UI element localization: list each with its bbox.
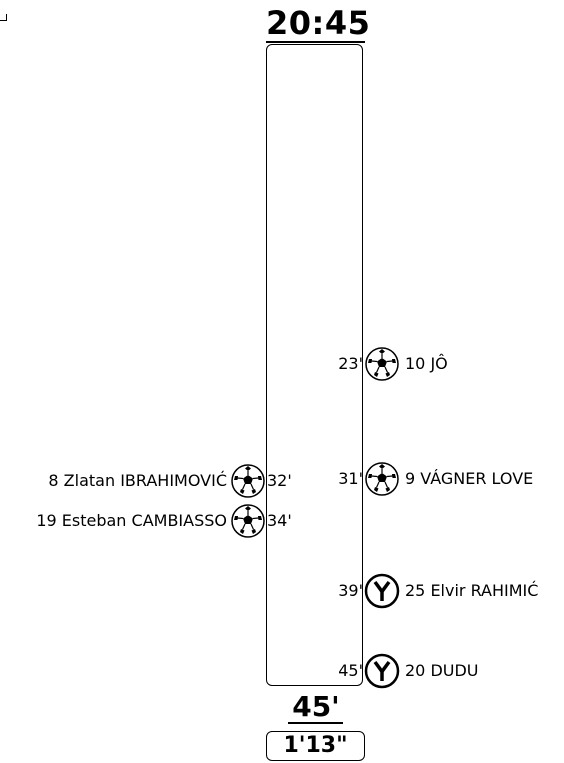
yellow-card-y-icon: [364, 573, 400, 609]
event-minute: 34': [267, 511, 292, 530]
event-minute: 23': [338, 354, 363, 373]
event-player-name: 19 Esteban CAMBIASSO: [36, 511, 227, 530]
event-minute: 39': [338, 581, 363, 600]
soccer-ball-icon: [230, 463, 266, 499]
timeline-bar: [266, 44, 363, 686]
event-minute: 45': [338, 661, 363, 680]
event-player-name: 8 Zlatan IBRAHIMOVIĆ: [48, 471, 227, 490]
yellow-card-y-icon: [364, 653, 400, 689]
soccer-ball-icon: [364, 346, 400, 382]
event-player-name: 10 JÔ: [405, 354, 448, 373]
corner-mark: [0, 14, 7, 21]
event-player-name: 20 DUDU: [405, 661, 479, 680]
event-minute: 32': [267, 471, 292, 490]
event-goal-left: 8 Zlatan IBRAHIMOVIĆ 32': [48, 463, 292, 499]
added-time-box: 1'13": [266, 731, 365, 761]
kickoff-time: 20:45: [266, 4, 371, 42]
event-minute: 31': [338, 469, 363, 488]
kickoff-underline: [266, 41, 365, 43]
soccer-ball-icon: [230, 503, 266, 539]
event-goal-left: 19 Esteban CAMBIASSO 34': [36, 503, 292, 539]
soccer-ball-icon: [364, 461, 400, 497]
period-underline: [288, 722, 343, 724]
event-player-name: 25 Elvir RAHIMIĆ: [405, 581, 539, 600]
period-end-minute: 45': [292, 690, 340, 723]
event-player-name: 9 VÁGNER LOVE: [405, 469, 534, 488]
